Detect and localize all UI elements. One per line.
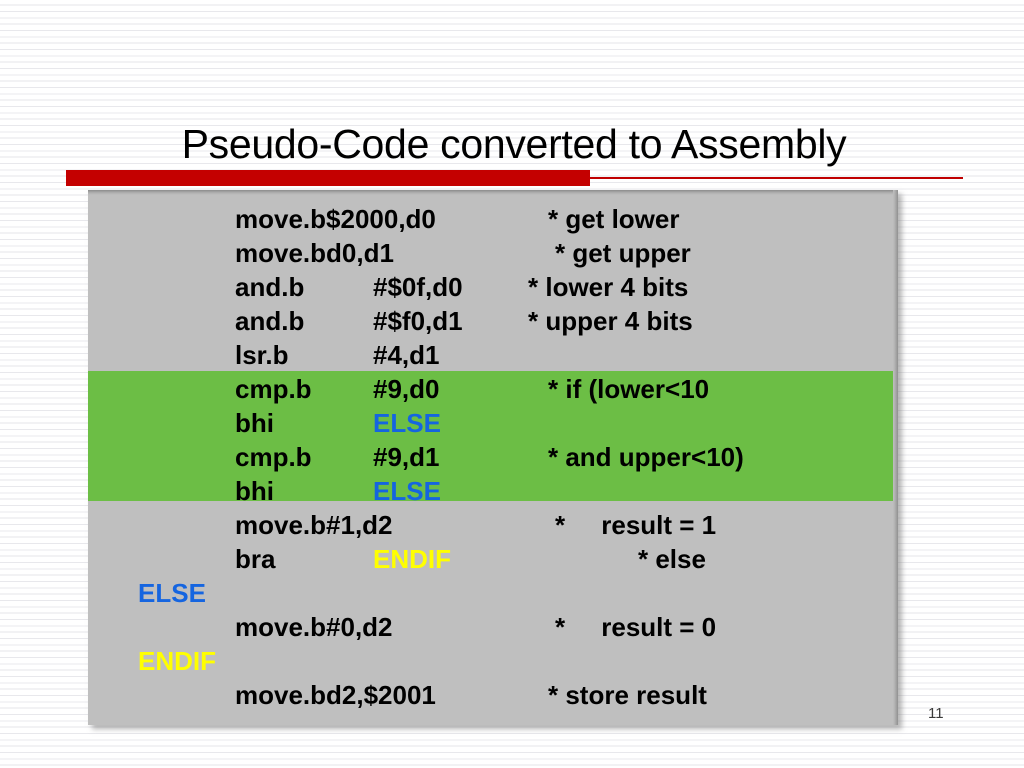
code-label: ENDIF — [138, 646, 216, 676]
code-mnemonic: move.bd2,$2001 — [235, 680, 436, 710]
assembly-code-panel: move.b$2000,d0 * get lower move.bd0,d1 * ge… — [88, 190, 898, 725]
code-mnemonic: lsr.b — [235, 340, 289, 370]
code-line: move.b#0,d2 * result = 0 — [88, 612, 898, 646]
code-comment: * lower 4 bits — [528, 272, 689, 302]
code-mnemonic: bhi — [235, 408, 274, 438]
code-label: ELSE — [138, 578, 206, 608]
code-line: move.bd2,$2001 * store result — [88, 680, 898, 714]
code-line: lsr.b #4,d1 — [88, 340, 898, 374]
code-operand: #$0f,d0 — [373, 272, 463, 302]
code-mnemonic: bra — [235, 544, 276, 574]
code-comment: * result = 0 — [555, 612, 717, 642]
code-line: cmp.b #9,d0 * if (lower<10 — [88, 374, 898, 408]
slide-page-number: 11 — [928, 705, 944, 722]
code-mnemonic: move.b#0,d2 — [235, 612, 393, 642]
code-mnemonic: and.b — [235, 272, 305, 302]
code-comment: * if (lower<10 — [548, 374, 710, 404]
condition-band — [88, 371, 898, 501]
code-mnemonic: move.b$2000,d0 — [235, 204, 436, 234]
code-line: move.b#1,d2 * result = 1 — [88, 510, 898, 544]
code-operand: #$f0,d1 — [373, 306, 463, 336]
code-comment: * result = 1 — [555, 510, 717, 540]
code-line: bhi ELSE — [88, 476, 898, 510]
code-mnemonic: cmp.b — [235, 374, 312, 404]
code-line: bra ENDIF * else — [88, 544, 898, 578]
page-title: Pseudo-Code converted to Assembly — [181, 121, 847, 168]
code-line: and.b #$0f,d0 * lower 4 bits — [88, 272, 898, 306]
code-mnemonic: and.b — [235, 306, 305, 336]
code-mnemonic: cmp.b — [235, 442, 312, 472]
code-line: bhi ELSE — [88, 408, 898, 442]
title-underline-accent-bar — [66, 170, 590, 186]
code-operand: ENDIF — [373, 544, 451, 574]
code-operand: #4,d1 — [373, 340, 440, 370]
code-line: ENDIF — [88, 646, 898, 680]
setup-band — [88, 195, 898, 371]
code-operand: ELSE — [373, 408, 441, 438]
code-comment: * upper 4 bits — [528, 306, 693, 336]
code-comment: * else — [638, 544, 706, 574]
code-line: move.bd0,d1 * get upper — [88, 238, 898, 272]
body-band — [88, 501, 898, 725]
code-line: cmp.b #9,d1 * and upper<10) — [88, 442, 898, 476]
code-operand: ELSE — [373, 476, 441, 506]
code-comment: * get lower — [548, 204, 680, 234]
code-mnemonic: move.bd0,d1 — [235, 238, 394, 268]
code-comment: * get upper — [555, 238, 691, 268]
code-line: ELSE — [88, 578, 898, 612]
code-line: and.b #$f0,d1 * upper 4 bits — [88, 306, 898, 340]
code-operand: #9,d1 — [373, 442, 440, 472]
code-operand: #9,d0 — [373, 374, 440, 404]
code-comment: * and upper<10) — [548, 442, 744, 472]
code-line: move.b$2000,d0 * get lower — [88, 204, 898, 238]
code-comment: * store result — [548, 680, 707, 710]
code-mnemonic: bhi — [235, 476, 274, 506]
code-mnemonic: move.b#1,d2 — [235, 510, 393, 540]
